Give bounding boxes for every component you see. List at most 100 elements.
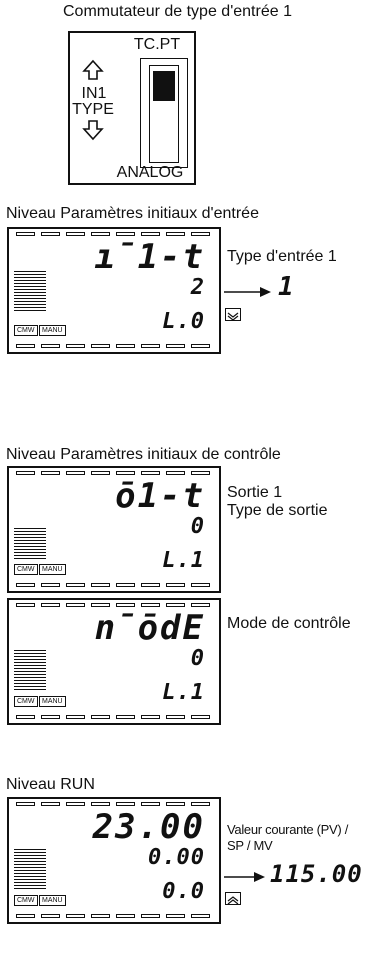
- run-setpoint-value: 115.00: [270, 860, 363, 888]
- panel-dash: [91, 715, 110, 719]
- down-key-icon[interactable]: [225, 308, 241, 321]
- panel-dash: [191, 914, 210, 918]
- panel-dash: [41, 471, 60, 475]
- bar-graph: [14, 849, 46, 891]
- manu-indicator: MANU: [39, 895, 66, 906]
- switch-side-label-1: IN1: [81, 85, 107, 102]
- pv-label-line2: SP / MV: [227, 838, 273, 853]
- switch-caption: Commutateur de type d'entrée 1: [63, 3, 292, 20]
- switch-slider-frame: [140, 58, 188, 168]
- panel-dash: [116, 603, 135, 607]
- panel-dash: [16, 802, 35, 806]
- panel-dash: [116, 344, 135, 348]
- panel-dash: [116, 715, 135, 719]
- switch-knob: [153, 71, 175, 101]
- panel-dash: [141, 914, 160, 918]
- cmw-indicator: CMW: [14, 696, 38, 707]
- lcd-line-1: 23.00: [92, 807, 205, 847]
- lcd-line-1: ō1-t: [115, 476, 205, 516]
- lcd-panel-mode: n̄ōdE 0 L.1 CMW MANU: [7, 598, 221, 725]
- panel-dash: [41, 583, 60, 587]
- lcd-panel-output: ō1-t 0 L.1 CMW MANU: [7, 466, 221, 593]
- panel-dash: [16, 344, 35, 348]
- panel-dash: [16, 603, 35, 607]
- lcd-line-1: ı̄1-t: [94, 237, 205, 277]
- panel-dash: [91, 583, 110, 587]
- panel-dash: [166, 914, 185, 918]
- panel-dash: [166, 583, 185, 587]
- panel-dash: [116, 914, 135, 918]
- switch-bottom-label: ANALOG: [116, 164, 184, 181]
- panel-dash: [66, 471, 85, 475]
- panel-dash: [141, 471, 160, 475]
- pv-label-line1: Valeur courante (PV) /: [227, 822, 349, 837]
- lcd-line-3: L.1: [162, 548, 205, 573]
- panel-dash: [166, 344, 185, 348]
- panel-dash: [191, 232, 210, 236]
- panel-dash: [191, 344, 210, 348]
- panel-dash: [66, 802, 85, 806]
- panel-dash: [16, 232, 35, 236]
- bar-graph: [14, 650, 46, 692]
- arrow-right-icon: [224, 870, 266, 888]
- input-type-label: Type d'entrée 1: [227, 248, 337, 265]
- panel-dash: [116, 232, 135, 236]
- panel-dash: [91, 914, 110, 918]
- panel-dash: [91, 471, 110, 475]
- panel-dash: [191, 471, 210, 475]
- panel-dash: [166, 232, 185, 236]
- output-type-label-line2: Type de sortie: [227, 502, 328, 519]
- panel-dash: [66, 344, 85, 348]
- panel-dash: [66, 232, 85, 236]
- down-arrow-icon: [82, 119, 104, 146]
- lcd-line-3: 0.0: [162, 879, 205, 904]
- panel-dash: [91, 232, 110, 236]
- lcd-line-2: 0: [190, 646, 205, 671]
- manu-indicator: MANU: [39, 325, 66, 336]
- panel-dash: [16, 583, 35, 587]
- panel-dash: [141, 715, 160, 719]
- lcd-line-3: L.1: [162, 680, 205, 705]
- lcd-line-1: n̄ōdE: [94, 608, 205, 648]
- panel-dash: [166, 802, 185, 806]
- panel-dash: [166, 715, 185, 719]
- panel-dash: [191, 715, 210, 719]
- arrow-right-icon: [224, 285, 272, 303]
- lcd-line-2: 0.00: [148, 845, 205, 870]
- lcd-line-2: 0: [190, 514, 205, 539]
- input-type-value: 1: [278, 272, 295, 302]
- panel-dash: [66, 914, 85, 918]
- input-type-switch: TC.PT IN1 TYPE ANALOG: [68, 31, 196, 185]
- switch-slider[interactable]: [149, 65, 179, 163]
- output-type-label-line1: Sortie 1: [227, 484, 283, 501]
- section-input-title: Niveau Paramètres initiaux d'entrée: [6, 205, 259, 222]
- panel-dash: [66, 715, 85, 719]
- panel-dash: [41, 232, 60, 236]
- bar-graph: [14, 528, 46, 561]
- panel-dash: [41, 603, 60, 607]
- panel-dash: [116, 471, 135, 475]
- switch-top-label: TC.PT: [133, 36, 181, 53]
- panel-dash: [41, 914, 60, 918]
- panel-dash: [16, 715, 35, 719]
- panel-dash: [141, 583, 160, 587]
- cmw-indicator: CMW: [14, 325, 38, 336]
- panel-dash: [91, 344, 110, 348]
- panel-dash: [141, 344, 160, 348]
- up-key-icon[interactable]: [225, 892, 241, 905]
- panel-dash: [116, 583, 135, 587]
- panel-dash: [191, 583, 210, 587]
- panel-dash: [191, 802, 210, 806]
- up-arrow-icon: [82, 59, 104, 86]
- switch-side-label-2: TYPE: [72, 101, 114, 118]
- panel-dash: [66, 583, 85, 587]
- lcd-panel-input: ı̄1-t 2 L.0 CMW MANU: [7, 227, 221, 354]
- panel-dash: [91, 603, 110, 607]
- section-control-title: Niveau Paramètres initiaux de contrôle: [6, 446, 281, 463]
- lcd-line-2: 2: [190, 275, 205, 300]
- panel-dash: [41, 802, 60, 806]
- cmw-indicator: CMW: [14, 895, 38, 906]
- manu-indicator: MANU: [39, 564, 66, 575]
- panel-dash: [41, 715, 60, 719]
- panel-dash: [116, 802, 135, 806]
